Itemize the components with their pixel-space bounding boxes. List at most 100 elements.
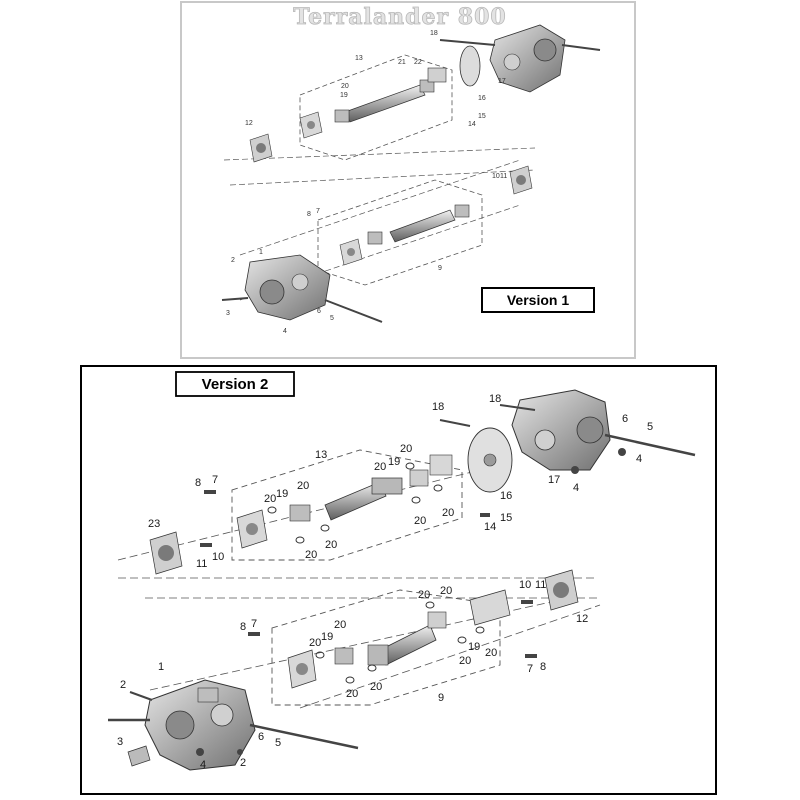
v1-callout-13: 13 <box>355 55 363 62</box>
v1-callout-17: 17 <box>498 78 506 85</box>
v2-callout-15: 15 <box>500 512 512 524</box>
watermark-title: Terralander 800 <box>293 4 506 30</box>
v2-callout-4b: 4 <box>636 453 642 465</box>
v2-callouts: 1 2 2 3 4 4 4 5 5 6 6 7 7 7 8 8 8 9 10 1… <box>117 393 653 771</box>
v1-callout-2: 2 <box>231 257 235 264</box>
v2-callout-8c: 8 <box>540 661 546 673</box>
v2-callout-18a: 18 <box>432 401 444 413</box>
v1-callout-8: 8 <box>307 211 311 218</box>
v2-upper-flange <box>236 509 268 549</box>
v2-callout-20f: 20 <box>400 443 412 455</box>
v2-rear-bolt-18 <box>499 404 536 411</box>
v1-callout-16: 16 <box>478 95 486 102</box>
v1-callout-11: 11 <box>500 173 507 180</box>
v2-callout-20a: 20 <box>264 493 276 505</box>
v2-rear-diff-housing <box>511 389 611 471</box>
v2-callout-6b: 6 <box>622 413 628 425</box>
v2-callout-5b: 5 <box>647 421 653 433</box>
v1-brake-disc <box>459 45 481 87</box>
v2-rear-bolt-18b <box>439 419 471 427</box>
v2-callout-19a: 19 <box>276 488 288 500</box>
v2-yoke-right <box>469 589 511 626</box>
v1-lower-propshaft <box>367 204 470 245</box>
v2-callout-20k: 20 <box>346 688 358 700</box>
v1-callout-4: 4 <box>283 328 287 335</box>
v1-callouts: 1 2 3 4 5 6 7 8 9 10 11 12 13 14 15 16 1… <box>226 30 507 335</box>
v2-callout-8b: 8 <box>240 621 246 633</box>
v2-callout-2b: 2 <box>240 757 246 769</box>
v2-callout-5a: 5 <box>275 737 281 749</box>
v2-circlips <box>267 462 485 684</box>
v1-lower-flange <box>339 238 363 266</box>
v2-callout-20h: 20 <box>442 507 454 519</box>
v2-bearing-12 <box>544 569 579 611</box>
v2-callout-9: 9 <box>438 692 444 704</box>
v1-front-bolt <box>221 297 249 301</box>
v2-front-axle <box>249 723 359 750</box>
v2-breather-icon <box>127 745 151 767</box>
v1-callout-3: 3 <box>226 310 230 317</box>
v1-callout-6: 6 <box>317 308 321 315</box>
v2-callout-20n: 20 <box>440 585 452 597</box>
v2-bearing-23 <box>149 531 183 575</box>
v2-lower-propshaft <box>367 611 447 666</box>
v2-callout-13: 13 <box>315 449 327 461</box>
v2-callout-8a: 8 <box>195 477 201 489</box>
v2-callout-20p: 20 <box>485 647 497 659</box>
v1-callout-19: 19 <box>340 92 348 99</box>
v1-front-axle <box>324 299 383 323</box>
v2-front-bolt-2 <box>129 691 153 701</box>
v1-callout-9: 9 <box>438 265 442 272</box>
v2-callout-14: 14 <box>484 521 496 533</box>
v2-callout-20b: 20 <box>297 480 309 492</box>
v2-callout-2a: 2 <box>120 679 126 691</box>
v2-callout-20c: 20 <box>305 549 317 561</box>
v2-upper-propshaft <box>324 454 453 521</box>
v2-callout-7a: 7 <box>212 474 218 486</box>
version2-panel: Version 2 <box>80 365 717 795</box>
version1-panel: Terralander 800 <box>180 1 636 359</box>
v1-callout-12: 12 <box>245 120 253 127</box>
v1-callout-15: 15 <box>478 113 486 120</box>
v2-callout-20o: 20 <box>459 655 471 667</box>
v2-callout-6a: 6 <box>258 731 264 743</box>
version2-label-box: Version 2 <box>175 371 295 397</box>
v2-callout-18b: 18 <box>489 393 501 405</box>
v1-bearing-12-right <box>509 165 533 195</box>
v1-callout-1: 1 <box>259 249 263 256</box>
v2-brake-disc <box>467 427 513 493</box>
v1-rear-bolt <box>439 39 496 46</box>
v2-callout-20e: 20 <box>374 461 386 473</box>
v2-callout-3: 3 <box>117 736 123 748</box>
v2-dashed-boxes <box>231 449 501 706</box>
v1-rear-diff-housing <box>489 24 566 93</box>
v2-callout-17: 17 <box>548 474 560 486</box>
v1-callout-20: 20 <box>341 83 349 90</box>
v2-callout-7c: 7 <box>527 663 533 675</box>
v2-callout-7b: 7 <box>251 618 257 630</box>
v2-callout-20l: 20 <box>370 681 382 693</box>
v2-callout-23: 23 <box>148 518 160 530</box>
v2-front-diff-housing <box>144 679 256 771</box>
v1-callout-18: 18 <box>430 30 438 37</box>
v2-fasteners <box>196 448 626 756</box>
v1-bearing-12 <box>249 133 273 163</box>
version2-label: Version 2 <box>202 376 269 393</box>
v2-upper-ujoint <box>289 504 311 522</box>
v2-callout-10a: 10 <box>212 551 224 563</box>
v1-rear-axle <box>561 44 601 51</box>
v2-callout-11b: 11 <box>535 579 546 591</box>
v1-callout-14: 14 <box>468 121 476 128</box>
v1-callout-7: 7 <box>316 208 320 215</box>
v2-callout-1: 1 <box>158 661 164 673</box>
v2-rear-axle <box>604 433 696 457</box>
v2-callout-19b: 19 <box>388 456 400 468</box>
v2-callout-4a: 4 <box>200 759 206 771</box>
v1-callout-5: 5 <box>330 315 334 322</box>
v2-callout-20m: 20 <box>418 589 430 601</box>
v2-lower-flange <box>287 649 317 689</box>
v1-callout-22: 22 <box>414 59 422 66</box>
v1-callout-10: 10 <box>492 173 500 180</box>
v2-callout-20i: 20 <box>309 637 321 649</box>
